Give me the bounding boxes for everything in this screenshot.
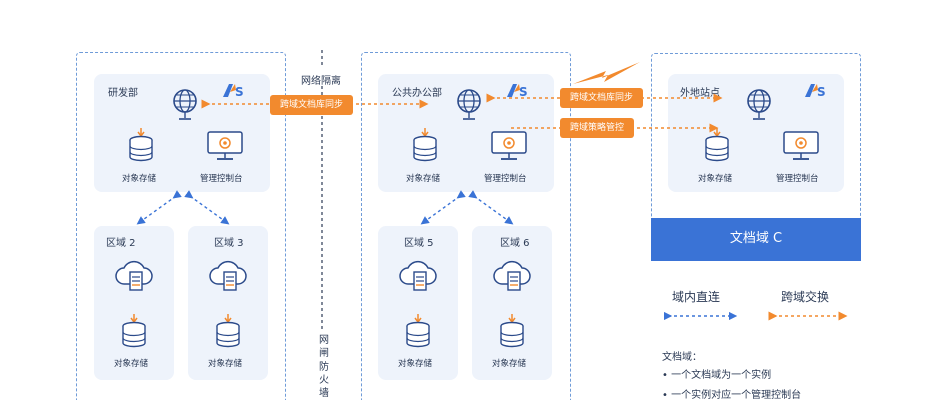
side-char: 火 <box>319 375 329 386</box>
monitor-console-icon <box>491 131 527 160</box>
side-char: 网 <box>319 335 329 346</box>
note-item: • 一个实例对应一个管理控制台 <box>662 390 802 400</box>
cloud-server-icon <box>399 260 437 291</box>
tag-policy-bc: 跨域策略管控 <box>560 118 635 138</box>
mgmt-console-label: 管理控制台 <box>484 174 527 184</box>
svg-text:S: S <box>817 85 826 98</box>
database-icon <box>122 314 146 348</box>
domain-b-zone-left: 区域 5 对象存储 <box>378 226 458 380</box>
database-icon <box>406 314 430 348</box>
globe-network-icon <box>173 89 197 120</box>
link-intra <box>468 190 514 225</box>
legend-cross-label: 跨域交换 <box>781 290 830 304</box>
as-logo: S <box>223 84 244 98</box>
domain-a-zone-right: 区域 3 对象存储 <box>188 226 268 380</box>
monitor-console-icon <box>783 131 819 160</box>
link-intra <box>420 190 466 225</box>
legend-intra-label: 域内直连 <box>672 290 721 304</box>
zone-title: 区域 3 <box>214 238 244 249</box>
isolation-top-label: 网络隔离 <box>301 76 341 87</box>
lightning-icon <box>573 62 640 84</box>
side-char: 墙 <box>319 388 329 399</box>
database-icon <box>216 314 240 348</box>
domain-b-zone-right: 区域 6 对象存储 <box>472 226 552 380</box>
object-storage-label: 对象存储 <box>698 174 733 184</box>
object-storage-label: 对象存储 <box>122 174 157 184</box>
domain-b-dept-title: 公共办公部 <box>392 88 442 99</box>
domain-a-dept-title: 研发部 <box>108 88 138 99</box>
globe-network-icon <box>747 89 771 120</box>
side-char: 防 <box>319 362 329 373</box>
zone-title: 区域 2 <box>106 238 136 249</box>
object-storage-label: 对象存储 <box>492 359 527 369</box>
note-item: • 一个文档域为一个实例 <box>662 370 772 381</box>
domain-a-zone-left: 区域 2 对象存储 <box>94 226 174 380</box>
monitor-console-icon <box>207 131 243 160</box>
object-storage-label: 对象存储 <box>208 359 243 369</box>
cloud-server-icon <box>209 260 247 291</box>
cloud-server-icon <box>115 260 153 291</box>
database-icon <box>129 128 153 162</box>
globe-network-icon <box>457 89 481 120</box>
object-storage-label: 对象存储 <box>398 359 433 369</box>
database-icon <box>705 128 729 162</box>
tag-sync-bc: 跨域文档库同步 <box>560 88 644 108</box>
domain-a-dept-panel: 研发部 S 对象存储 管理控制台 <box>94 74 270 192</box>
svg-text:S: S <box>235 85 244 98</box>
notes-title: 文档域： <box>662 352 702 363</box>
mgmt-console-label: 管理控制台 <box>200 174 243 184</box>
zone-title: 区域 5 <box>404 238 434 249</box>
tag-sync-ab: 跨域文档库同步 <box>270 95 354 115</box>
link-intra <box>136 190 182 225</box>
as-logo: S <box>805 84 826 98</box>
link-intra <box>184 190 230 225</box>
zone-title: 区域 6 <box>500 238 530 249</box>
svg-text:S: S <box>519 85 528 98</box>
database-icon <box>413 128 437 162</box>
database-icon <box>500 314 524 348</box>
domain-c-footer: 文档域 C <box>651 218 861 261</box>
cloud-server-icon <box>493 260 531 291</box>
side-char: 闸 <box>319 348 329 359</box>
object-storage-label: 对象存储 <box>114 359 149 369</box>
mgmt-console-label: 管理控制台 <box>776 174 819 184</box>
object-storage-label: 对象存储 <box>406 174 441 184</box>
